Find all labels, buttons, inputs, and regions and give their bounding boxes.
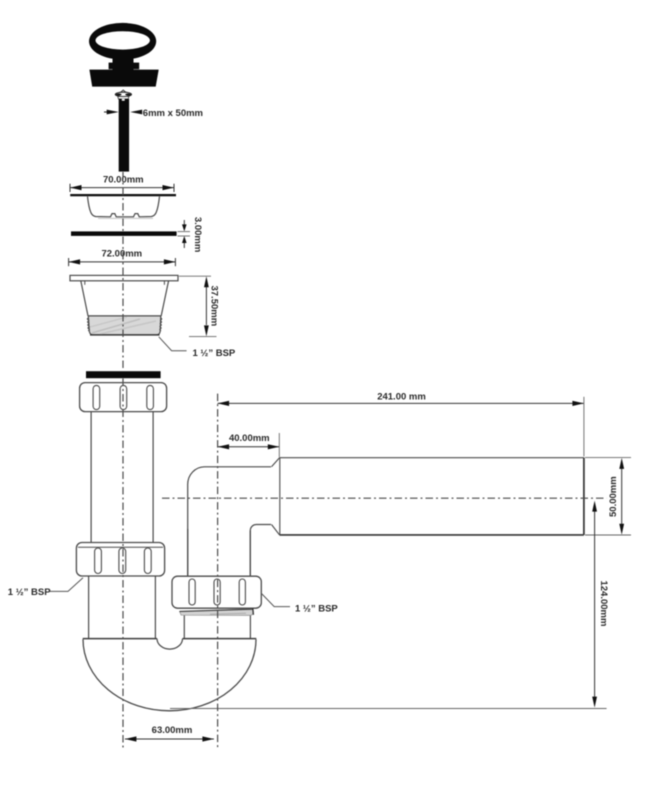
svg-text:6mm x 50mm: 6mm x 50mm [143, 108, 203, 119]
svg-text:72.00mm: 72.00mm [101, 249, 142, 260]
svg-text:124.00mm: 124.00mm [598, 581, 609, 627]
svg-text:37.50mm: 37.50mm [209, 286, 220, 327]
svg-text:1 ½” BSP: 1 ½” BSP [8, 587, 51, 598]
svg-text:40.00mm: 40.00mm [229, 433, 270, 444]
svg-text:63.00mm: 63.00mm [152, 725, 193, 736]
svg-text:50.00mm: 50.00mm [608, 476, 619, 517]
svg-text:70.00mm: 70.00mm [103, 175, 144, 186]
svg-text:1 ½” BSP: 1 ½” BSP [193, 348, 236, 359]
svg-text:1 ½” BSP: 1 ½” BSP [295, 603, 338, 614]
svg-text:241.00 mm: 241.00 mm [377, 391, 426, 402]
svg-text:3.00mm: 3.00mm [192, 217, 203, 252]
